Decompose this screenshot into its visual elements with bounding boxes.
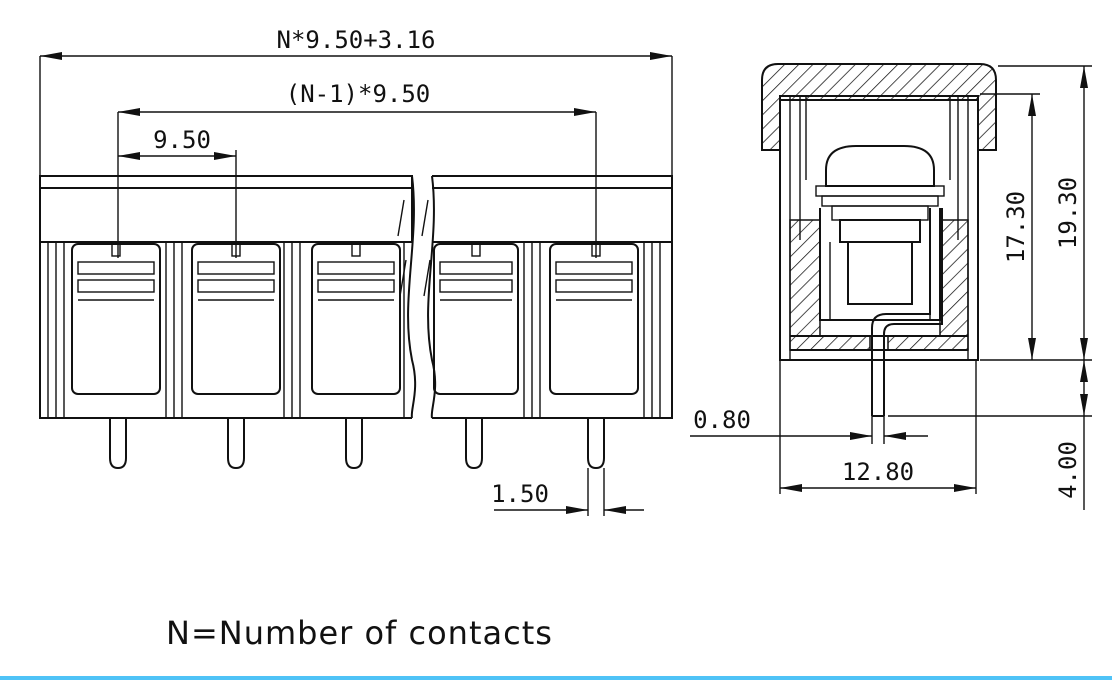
dim-pitch-label: 9.50: [153, 126, 211, 154]
dimension-height-body: 17.30: [980, 93, 1040, 360]
dimension-pin-width-side: 0.80: [690, 406, 928, 444]
side-body: [779, 95, 979, 361]
break-line: [407, 175, 417, 419]
dimension-pin-width-front: 1.50: [491, 468, 644, 516]
front-body-right: [432, 242, 673, 419]
dimension-depth: 12.80: [779, 360, 977, 494]
dim-height-body-label: 17.30: [1002, 191, 1030, 263]
pin: [345, 418, 363, 470]
front-cover-right: [432, 175, 673, 243]
dim-pin-width-side-label: 0.80: [693, 406, 751, 434]
break-line: [427, 175, 437, 419]
dim-height-total-label: 19.30: [1054, 177, 1082, 249]
pin: [465, 418, 483, 470]
dim-pin-width-front-label: 1.50: [491, 480, 549, 508]
terminal-pocket: [311, 243, 401, 395]
bottom-rule: [0, 676, 1112, 680]
dim-span-label: (N-1)*9.50: [286, 80, 431, 108]
screw-head: [825, 145, 935, 187]
dim-total-length-label: N*9.50+3.16: [277, 26, 436, 54]
dimension-pin-length: 4.00: [888, 360, 1092, 510]
side-pin: [871, 208, 931, 416]
terminal-pocket: [549, 243, 639, 395]
dim-depth-label: 12.80: [842, 458, 914, 486]
dim-pin-length-label: 4.00: [1054, 441, 1082, 499]
pin: [227, 418, 245, 470]
dimension-height-total: 19.30: [980, 65, 1092, 361]
dimension-span: (N-1)*9.50: [117, 80, 597, 258]
front-view: [39, 175, 673, 470]
terminal-pocket: [433, 243, 519, 395]
terminal-pocket: [71, 243, 161, 395]
pin: [109, 418, 127, 470]
side-view: [761, 63, 997, 417]
terminal-pocket: [191, 243, 281, 395]
front-body-left: [39, 242, 412, 419]
dimension-pitch: 9.50: [118, 126, 237, 258]
pin: [587, 418, 605, 470]
dimension-total-length: N*9.50+3.16: [39, 26, 673, 176]
caption: N=Number of contacts: [166, 614, 553, 652]
front-cover-left: [39, 175, 413, 243]
side-cover: [761, 63, 997, 151]
